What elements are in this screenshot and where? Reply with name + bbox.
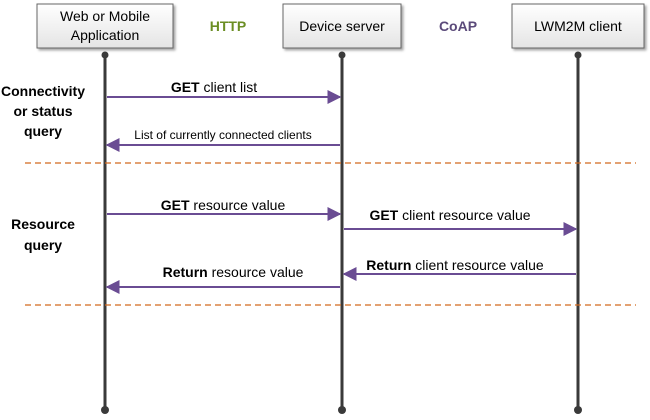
lifeline-client-top-dot [574, 51, 582, 59]
participant-client-box [511, 3, 645, 49]
lifeline-app-end-dot [101, 406, 109, 414]
protocol-coap-label: CoAP [439, 18, 477, 34]
message-get-client-resource-value-keyword: GET [369, 207, 398, 223]
participant-server: Device server [282, 3, 402, 49]
participant-app: Web or Mobile Application [36, 3, 174, 49]
participant-app-label-line2: Application [71, 27, 140, 43]
message-get-resource-value-label: GET resource value [161, 197, 286, 213]
section-resource-line2: query [24, 237, 62, 253]
message-return-resource-value-label: Return resource value [163, 264, 304, 280]
message-get-resource-value-keyword: GET [161, 197, 190, 213]
message-get-resource-value-text: resource value [190, 197, 286, 213]
message-return-client-resource-value: Return client resource value [342, 257, 576, 281]
message-get-resource-value: GET resource value [107, 197, 342, 221]
message-connected-clients-list-label: List of currently connected clients [134, 128, 311, 142]
message-get-client-list-text: client list [200, 79, 258, 95]
message-get-client-resource-value-label: GET client resource value [369, 207, 530, 223]
message-get-client-list: GET client list [107, 79, 342, 104]
message-connected-clients-list: List of currently connected clients [105, 128, 340, 152]
participant-client: LWM2M client [511, 3, 645, 49]
lifelines [101, 51, 582, 414]
protocol-http-label: HTTP [210, 18, 247, 34]
message-return-resource-value-text: resource value [208, 264, 304, 280]
lifeline-app-top-dot [101, 51, 109, 59]
lifeline-server-end-dot [338, 406, 346, 414]
message-get-client-resource-value: GET client resource value [344, 207, 578, 236]
message-get-client-list-keyword: GET [171, 79, 200, 95]
message-return-client-resource-value-keyword: Return [366, 257, 411, 273]
message-return-resource-value-keyword: Return [163, 264, 208, 280]
lifeline-client-end-dot [574, 406, 582, 414]
participant-app-label-line1: Web or Mobile [60, 8, 150, 24]
lifeline-server-top-dot [338, 51, 346, 59]
message-return-resource-value: Return resource value [105, 264, 340, 294]
section-connectivity-line3: query [24, 123, 62, 139]
message-return-client-resource-value-text: client resource value [411, 257, 544, 273]
participant-app-box [36, 3, 174, 49]
section-connectivity-line2: or status [13, 103, 72, 119]
participant-server-box [282, 3, 402, 49]
section-connectivity: Connectivity or status query [1, 83, 85, 139]
message-get-client-resource-value-text: client resource value [398, 207, 531, 223]
participant-server-label: Device server [299, 18, 385, 34]
section-resource-line1: Resource [11, 216, 75, 232]
section-resource: Resource query [11, 216, 75, 253]
section-connectivity-line1: Connectivity [1, 83, 85, 99]
message-get-client-list-label: GET client list [171, 79, 257, 95]
participant-client-label: LWM2M client [534, 18, 622, 34]
message-return-client-resource-value-label: Return client resource value [366, 257, 544, 273]
